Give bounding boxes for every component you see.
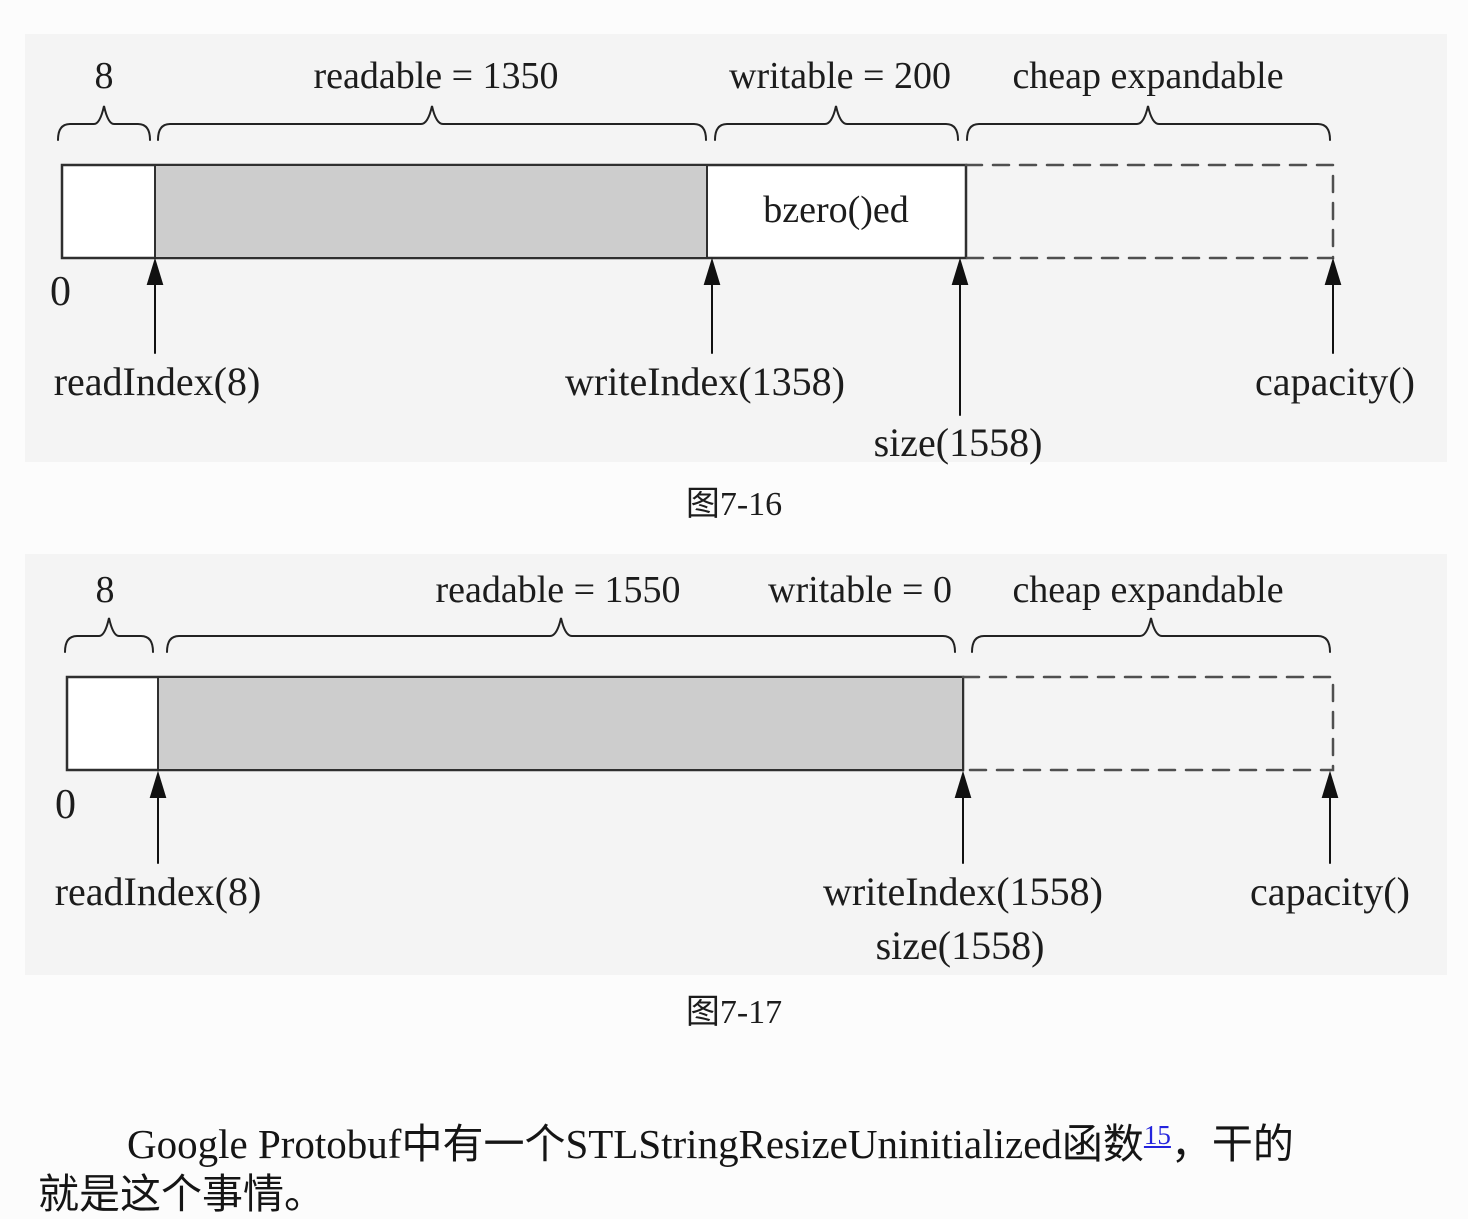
figure2-size-label: size(1558) — [875, 923, 1045, 968]
figure2-expandable-region-dashed — [961, 675, 1335, 772]
figure2-read-index-arrow — [149, 770, 167, 798]
figure1-expandable-region-dashed — [964, 163, 1335, 260]
figure1-readable-label: readable = 1350 — [313, 55, 559, 97]
figure1-expandable-brace — [966, 105, 1331, 141]
figure1-shapes — [57, 105, 1342, 416]
figure2-braces — [64, 617, 1331, 653]
paragraph-line2: 就是这个事情。 — [38, 1171, 325, 1217]
figure2-read-index-label: readIndex(8) — [54, 869, 262, 914]
figure1-caption: 图7-16 — [685, 486, 783, 523]
figure2-origin-label: 0 — [55, 782, 76, 828]
figure1-origin-label: 0 — [50, 269, 71, 315]
figure1-arrows — [146, 257, 1342, 416]
figure1-capacity-arrow — [1324, 257, 1342, 285]
figure1-read-index-arrow — [146, 257, 164, 285]
figure2-capacity-label: capacity() — [1250, 869, 1410, 914]
figure2-readable-brace — [166, 617, 956, 653]
figure2-expandable-brace — [971, 617, 1331, 653]
figure1-size-label: size(1558) — [873, 420, 1043, 465]
figure2-readable-region — [157, 676, 964, 771]
figure2-arrows — [149, 770, 1339, 864]
paragraph-line1-text: Google Protobuf中有一个STLStringResizeUninit… — [127, 1121, 1144, 1167]
body-paragraph: Google Protobuf中有一个STLStringResizeUninit… — [38, 1119, 1442, 1219]
figure1-write-index-arrow — [703, 257, 721, 285]
figure1-prepend-size-label: 8 — [94, 55, 114, 97]
figure2-prepend-brace — [64, 617, 154, 653]
figure2-write-index-arrow — [954, 770, 972, 798]
figure2-prepend-size-label: 8 — [95, 569, 115, 611]
figure1-write-index-label: writeIndex(1358) — [565, 359, 845, 404]
figure1-bzero-label: bzero()ed — [763, 189, 909, 231]
figure1-expandable-label: cheap expandable — [1012, 55, 1284, 97]
figure1-writable-brace — [714, 105, 959, 141]
paragraph-line1: Google Protobuf中有一个STLStringResizeUninit… — [38, 1119, 1442, 1169]
figure1-read-index-label: readIndex(8) — [53, 359, 261, 404]
figure1-capacity-label: capacity() — [1255, 359, 1415, 404]
figure2-shapes — [64, 617, 1339, 864]
figure2-expandable-label: cheap expandable — [1012, 569, 1284, 611]
figure2-caption: 图7-17 — [685, 994, 783, 1031]
paragraph-line1-tail: ，干的 — [1170, 1121, 1294, 1167]
figure1-writable-label: writable = 200 — [729, 55, 951, 97]
footnote-15-link[interactable]: 15 — [1143, 1120, 1171, 1150]
figure1-readable-brace — [157, 105, 707, 141]
figure2-writable-label: writable = 0 — [768, 569, 952, 611]
figure2-readable-label: readable = 1550 — [435, 569, 681, 611]
figure1-braces — [57, 105, 1331, 141]
figure2-capacity-arrow — [1321, 770, 1339, 798]
figure1-readable-region — [154, 164, 708, 259]
figure1-size-arrow — [951, 257, 969, 285]
figure1-prepend-brace — [57, 105, 151, 141]
figure2-write-index-label: writeIndex(1558) — [823, 869, 1103, 914]
